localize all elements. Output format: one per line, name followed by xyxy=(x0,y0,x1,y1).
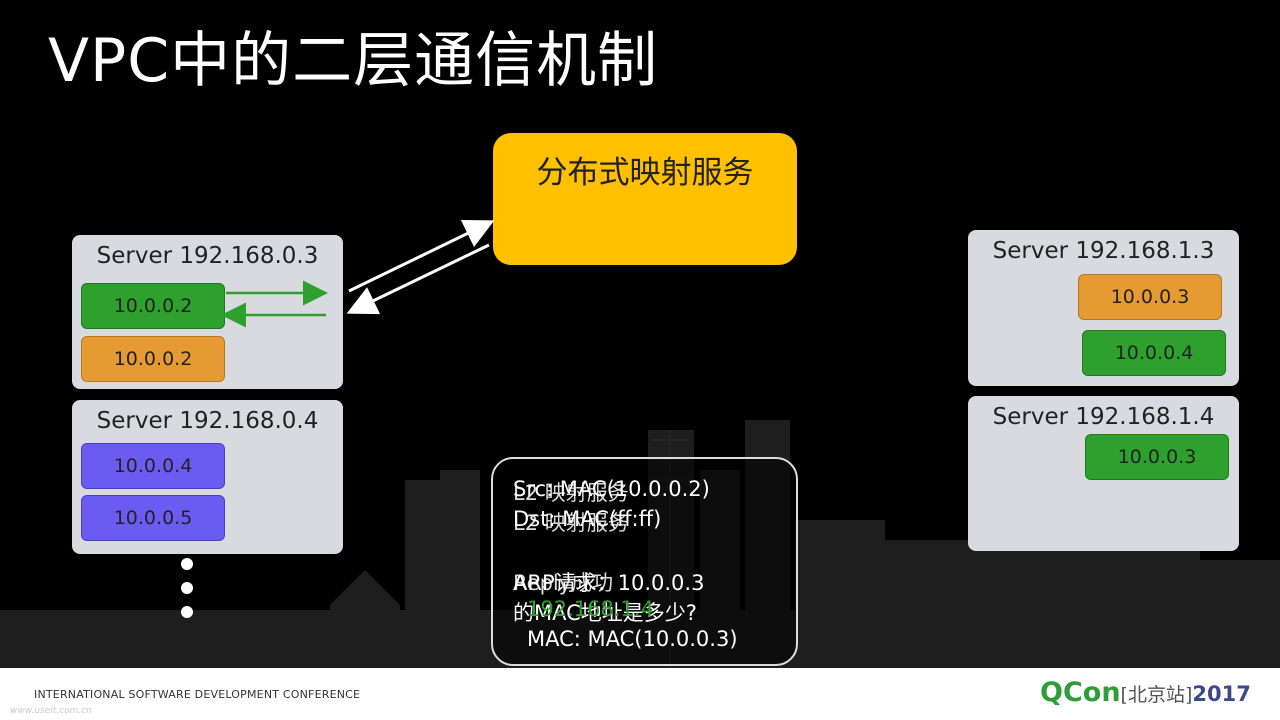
packet-line: MAC: MAC(10.0.0.3) xyxy=(527,627,738,651)
packet-line: L2 映射服务 xyxy=(513,511,629,535)
qcon-logo-year: 2017 xyxy=(1192,682,1251,706)
packet-line: Dst: MAC(ff:ff) xyxy=(513,507,662,531)
server-box-4: Server 192.168.1.4 10.0.0.3 xyxy=(968,396,1239,551)
arrow-from-mapping-service xyxy=(346,243,490,315)
server-title: Server 192.168.1.3 xyxy=(992,238,1215,264)
vm-box: 10.0.0.4 xyxy=(1082,330,1226,376)
conference-name: INTERNATIONAL SOFTWARE DEVELOPMENT CONFE… xyxy=(34,688,361,701)
packet-line: Reply成功 xyxy=(513,571,614,595)
server-box-2: Server 192.168.0.4 10.0.0.4 10.0.0.5 xyxy=(72,400,343,554)
vm-box: 10.0.0.3 xyxy=(1085,434,1229,480)
footer-bar: INTERNATIONAL SOFTWARE DEVELOPMENT CONFE… xyxy=(0,668,1280,720)
mapping-service-label: 分布式映射服务 xyxy=(536,155,754,191)
vm-box: 10.0.0.2 xyxy=(81,283,225,329)
watermark: www.useit.com.cn xyxy=(10,706,92,716)
server-box-1: Server 192.168.0.3 10.0.0.2 10.0.0.2 xyxy=(72,235,343,389)
vm-box: 10.0.0.3 xyxy=(1078,274,1222,320)
packet-line: 的MAC地址是多少? xyxy=(513,601,697,625)
server-title: Server 192.168.0.3 xyxy=(96,243,319,269)
slide: VPC中的二层通信机制 分布式映射服务 Server 192.168.0.3 1… xyxy=(0,26,1280,668)
vm-box: 10.0.0.4 xyxy=(81,443,225,489)
mapping-service-box: 分布式映射服务 xyxy=(493,133,797,265)
packet-line: L2 映射服务 xyxy=(513,481,629,505)
vm-box: 10.0.0.5 xyxy=(81,495,225,541)
qcon-logo-city: [北京站] xyxy=(1120,684,1193,706)
server-title: Server 192.168.1.4 xyxy=(992,404,1215,430)
arrow-to-mapping-service xyxy=(348,219,495,293)
slide-title: VPC中的二层通信机制 xyxy=(48,26,659,96)
vm-box: 10.0.0.2 xyxy=(81,336,225,382)
qcon-logo-text: QCon xyxy=(1040,677,1121,708)
packet-info-box: Src: MAC(10.0.0.2) L2 映射服务 Dst: MAC(ff:f… xyxy=(491,457,798,666)
more-servers-ellipsis xyxy=(181,558,193,630)
qcon-logo: QCon[北京站]2017 xyxy=(1040,677,1251,708)
packet-line: Src: MAC(10.0.0.2) xyxy=(513,477,710,501)
server-box-3: Server 192.168.1.3 10.0.0.3 10.0.0.4 xyxy=(968,230,1239,386)
packet-line: ARP请求：10.0.0.3 xyxy=(513,571,705,595)
arrows-layer xyxy=(221,219,495,328)
server-title: Server 192.168.0.4 xyxy=(96,408,319,434)
packet-line: 192.168.1.4 xyxy=(527,597,654,621)
